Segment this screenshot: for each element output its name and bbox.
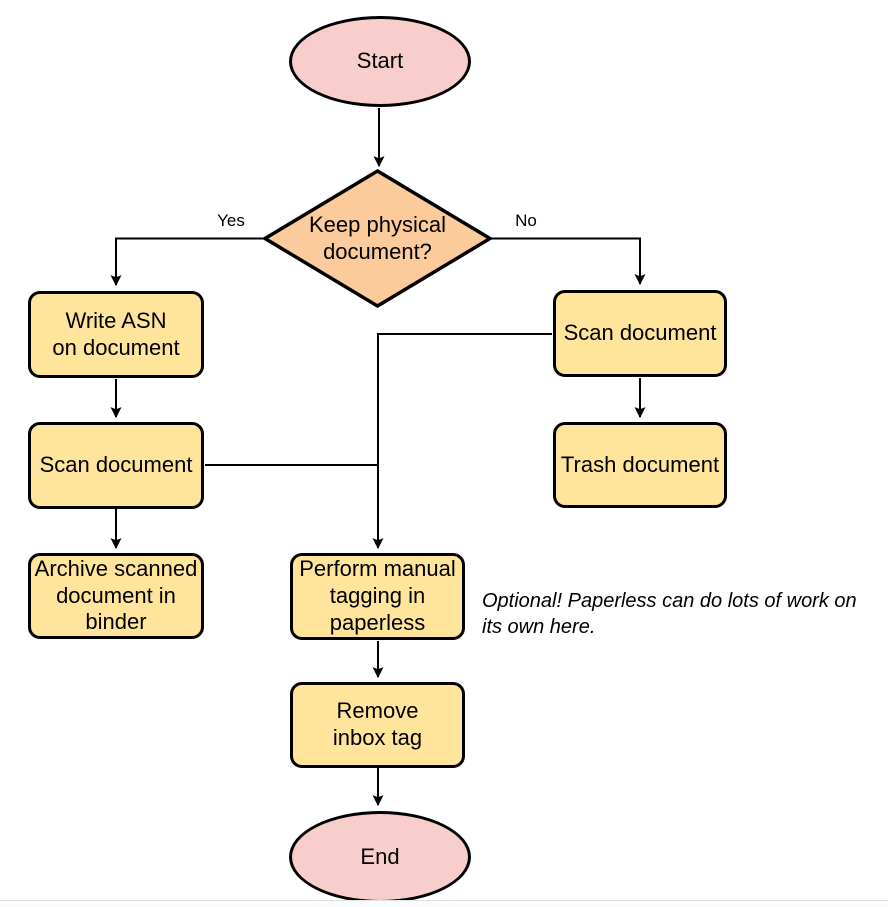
optional-note: Optional! Paperless can do lots of work … — [482, 590, 857, 639]
remove-inbox-tag-node: Remove inbox tag — [290, 682, 465, 768]
decision-diamond-shape — [261, 168, 494, 309]
trash-document-node: Trash document — [553, 422, 727, 508]
manual-tagging-label: Perform manual tagging in paperless — [299, 556, 456, 635]
write-asn-node: Write ASN on document — [28, 291, 204, 378]
no-edge-label: No — [504, 212, 548, 229]
edge-decision-no — [491, 237, 646, 286]
scan-document-right-node: Scan document — [553, 290, 727, 377]
write-asn-node-label: Write ASN on document — [52, 307, 180, 360]
end-node-label: End — [360, 843, 400, 869]
scan-document-left-label: Scan document — [39, 452, 193, 478]
trash-document-label: Trash document — [560, 451, 720, 477]
remove-inbox-tag-label: Remove inbox tag — [332, 698, 423, 750]
decision-node-label: Keep physical document? — [309, 211, 446, 264]
scan-document-right-label: Scan document — [563, 320, 717, 346]
page-bottom-divider — [0, 900, 888, 907]
edge-scanright-to-tagging — [372, 333, 552, 550]
scan-document-left-node: Scan document — [28, 422, 204, 509]
yes-edge-label: Yes — [209, 212, 253, 229]
start-node: Start — [289, 16, 471, 107]
archive-node: Archive scanned document in binder — [28, 553, 204, 639]
end-node: End — [289, 811, 471, 903]
manual-tagging-node: Perform manual tagging in paperless — [290, 553, 465, 640]
edge-decision-yes — [110, 237, 264, 287]
archive-node-label: Archive scanned document in binder — [34, 555, 198, 635]
start-node-label: Start — [356, 48, 404, 74]
